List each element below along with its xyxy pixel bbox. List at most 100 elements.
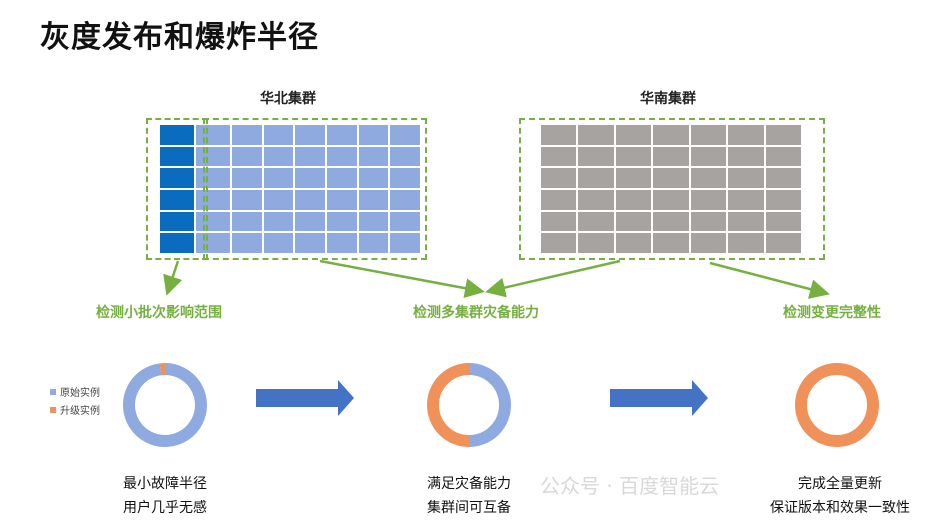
north-instance-cell — [232, 125, 262, 145]
south-cluster-label: 华南集群 — [640, 91, 696, 107]
legend-label-original: 原始实例 — [60, 388, 100, 399]
upgraded-instances-segment — [795, 363, 879, 447]
north-instance-cell — [295, 233, 325, 253]
legend-swatch-original — [50, 388, 56, 395]
north-instance-cell — [263, 125, 294, 145]
south-instance-cell — [578, 146, 614, 167]
north-instance-cell — [232, 211, 262, 232]
progress-arrow-2 — [610, 380, 708, 416]
canary-instance-cell — [160, 189, 194, 210]
caption-right-line1: 完成全量更新 — [798, 476, 882, 492]
south-instance-cell — [690, 211, 727, 232]
south-instance-cell — [765, 125, 801, 145]
south-instance-cell — [690, 189, 727, 210]
north-rest-boundary — [203, 118, 427, 260]
north-instance-cell — [390, 211, 420, 232]
south-instance-cell — [653, 125, 689, 145]
caption-middle-line2: 集群间可互备 — [427, 500, 511, 516]
watermark: 公众号 · 百度智能云 — [540, 474, 720, 498]
caption-middle: 满足灾备能力 集群间可互备 — [414, 472, 524, 520]
canary-instance-cell — [160, 233, 194, 253]
legend-swatch-upgraded — [50, 406, 56, 413]
south-instance-cell — [653, 146, 689, 167]
south-instance-cell — [615, 125, 652, 145]
south-instance-cell — [653, 211, 689, 232]
south-instance-cell — [728, 168, 764, 188]
north-instance-cell — [263, 168, 294, 188]
caption-left: 最小故障半径 用户几乎无感 — [110, 472, 220, 520]
detect-completeness-label: 检测变更完整性 — [783, 305, 881, 321]
south-instance-cell — [653, 168, 689, 188]
south-instance-cell — [541, 168, 577, 188]
north-instance-cell — [358, 168, 389, 188]
south-instance-cell — [690, 233, 727, 253]
north-cluster-grid — [160, 125, 420, 253]
legend: 原始实例 升级实例 — [50, 384, 100, 420]
south-instance-cell — [728, 189, 764, 210]
north-instance-cell — [263, 211, 294, 232]
donut-middle — [427, 363, 511, 447]
north-cluster-label: 华北集群 — [260, 91, 316, 107]
arrow-to-small-batch — [163, 260, 183, 296]
north-instance-cell — [263, 233, 294, 253]
caption-left-line2: 用户几乎无感 — [123, 500, 207, 516]
canary-instance-cell — [160, 168, 194, 188]
north-instance-cell — [390, 189, 420, 210]
arrow-to-completeness — [709, 261, 830, 299]
canary-instance-cell — [160, 146, 194, 167]
south-instance-cell — [728, 211, 764, 232]
canary-batch-boundary — [146, 118, 208, 260]
original-instances-segment — [123, 363, 207, 447]
caption-right: 完成全量更新 保证版本和效果一致性 — [760, 472, 920, 520]
south-instance-cell — [728, 233, 764, 253]
south-instance-cell — [541, 189, 577, 210]
north-instance-cell — [326, 146, 357, 167]
detect-multi-cluster-label: 检测多集群灾备能力 — [413, 305, 539, 321]
legend-item-original: 原始实例 — [50, 384, 100, 399]
south-instance-cell — [541, 233, 577, 253]
south-instance-cell — [765, 233, 801, 253]
progress-arrow-1 — [256, 380, 354, 416]
caption-middle-line1: 满足灾备能力 — [427, 476, 511, 492]
north-instance-cell — [326, 211, 357, 232]
south-instance-cell — [615, 146, 652, 167]
north-instance-cell — [295, 211, 325, 232]
page-title: 灰度发布和爆炸半径 — [40, 20, 319, 55]
south-instance-cell — [728, 125, 764, 145]
south-instance-cell — [578, 125, 614, 145]
north-instance-cell — [232, 233, 262, 253]
upgraded-instances-segment — [427, 363, 470, 447]
north-instance-cell — [390, 125, 420, 145]
original-instances-segment — [468, 363, 511, 447]
north-instance-cell — [326, 125, 357, 145]
south-instance-cell — [653, 233, 689, 253]
north-instance-cell — [390, 168, 420, 188]
arrow-south-to-multi — [485, 259, 621, 298]
canary-instance-cell — [160, 125, 194, 145]
north-instance-cell — [358, 211, 389, 232]
north-instance-cell — [358, 146, 389, 167]
south-instance-cell — [765, 189, 801, 210]
south-instance-cell — [615, 189, 652, 210]
north-instance-cell — [295, 189, 325, 210]
south-instance-cell — [690, 168, 727, 188]
legend-item-upgraded: 升级实例 — [50, 402, 100, 417]
donut-right — [795, 363, 879, 447]
south-instance-cell — [690, 125, 727, 145]
south-instance-cell — [615, 211, 652, 232]
north-instance-cell — [390, 233, 420, 253]
south-instance-cell — [615, 168, 652, 188]
north-instance-cell — [358, 189, 389, 210]
north-instance-cell — [263, 146, 294, 167]
arrow-north-to-multi — [319, 259, 485, 299]
caption-left-line1: 最小故障半径 — [123, 476, 207, 492]
north-instance-cell — [232, 146, 262, 167]
south-instance-cell — [653, 189, 689, 210]
south-instance-cell — [728, 146, 764, 167]
legend-label-upgraded: 升级实例 — [60, 406, 100, 417]
north-instance-cell — [326, 189, 357, 210]
north-instance-cell — [263, 189, 294, 210]
south-cluster-boundary — [519, 118, 825, 260]
south-instance-cell — [541, 146, 577, 167]
